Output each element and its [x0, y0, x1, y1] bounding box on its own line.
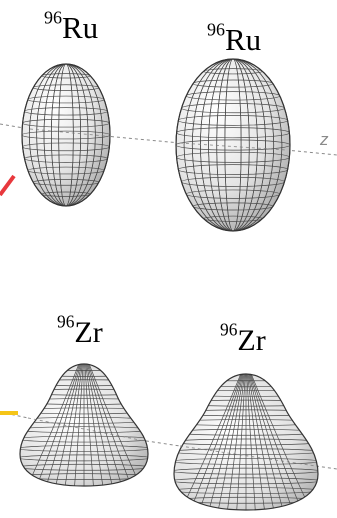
zr-shape-left [18, 364, 150, 486]
red-arrow [0, 176, 14, 195]
label-ru-left: 96Ru [44, 12, 98, 43]
element-symbol: Ru [62, 10, 98, 45]
mass-number: 96 [207, 19, 225, 39]
mass-number: 96 [57, 312, 74, 332]
axis-label-z: z [320, 131, 329, 148]
label-ru-right: 96Ru [207, 24, 261, 55]
mass-number: 96 [44, 7, 62, 27]
label-zr-left: 96Zr [57, 318, 103, 348]
axis-line-zr-right [316, 466, 337, 469]
label-zr-right: 96Zr [220, 326, 266, 356]
axis-line-ru-mid [105, 136, 180, 143]
zr-shape-right [172, 374, 320, 510]
element-symbol: Zr [237, 324, 265, 357]
element-symbol: Zr [74, 316, 102, 349]
ru-shape-right [176, 59, 290, 231]
element-symbol: Ru [225, 22, 261, 57]
mass-number: 96 [220, 320, 237, 340]
axis-line-ru-right [286, 150, 337, 155]
